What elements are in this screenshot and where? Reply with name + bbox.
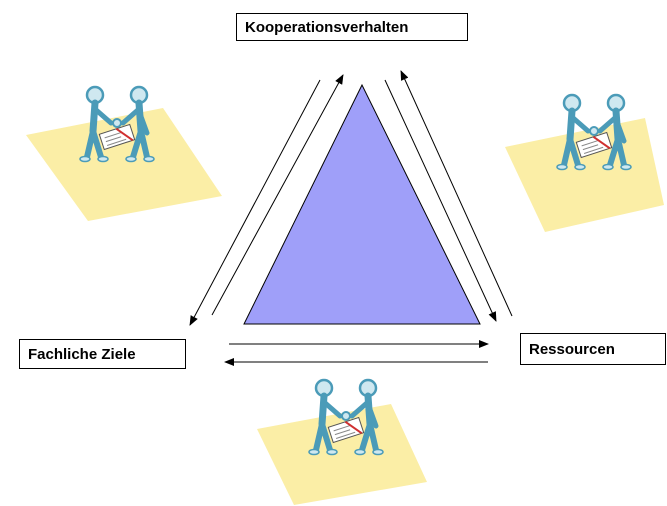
label-fachliche-ziele: Fachliche Ziele bbox=[19, 339, 186, 369]
arrow-right-up bbox=[400, 70, 513, 317]
mat-left bbox=[26, 108, 222, 221]
mat-right bbox=[505, 118, 664, 232]
mat-bottom bbox=[257, 404, 427, 505]
arrow-left-up bbox=[211, 74, 344, 316]
label-ressourcen: Ressourcen bbox=[520, 333, 666, 365]
arrow-left-down bbox=[189, 79, 321, 326]
center-triangle bbox=[243, 83, 481, 325]
arrow-right-down bbox=[384, 79, 497, 322]
label-kooperationsverhalten: Kooperationsverhalten bbox=[236, 13, 468, 41]
